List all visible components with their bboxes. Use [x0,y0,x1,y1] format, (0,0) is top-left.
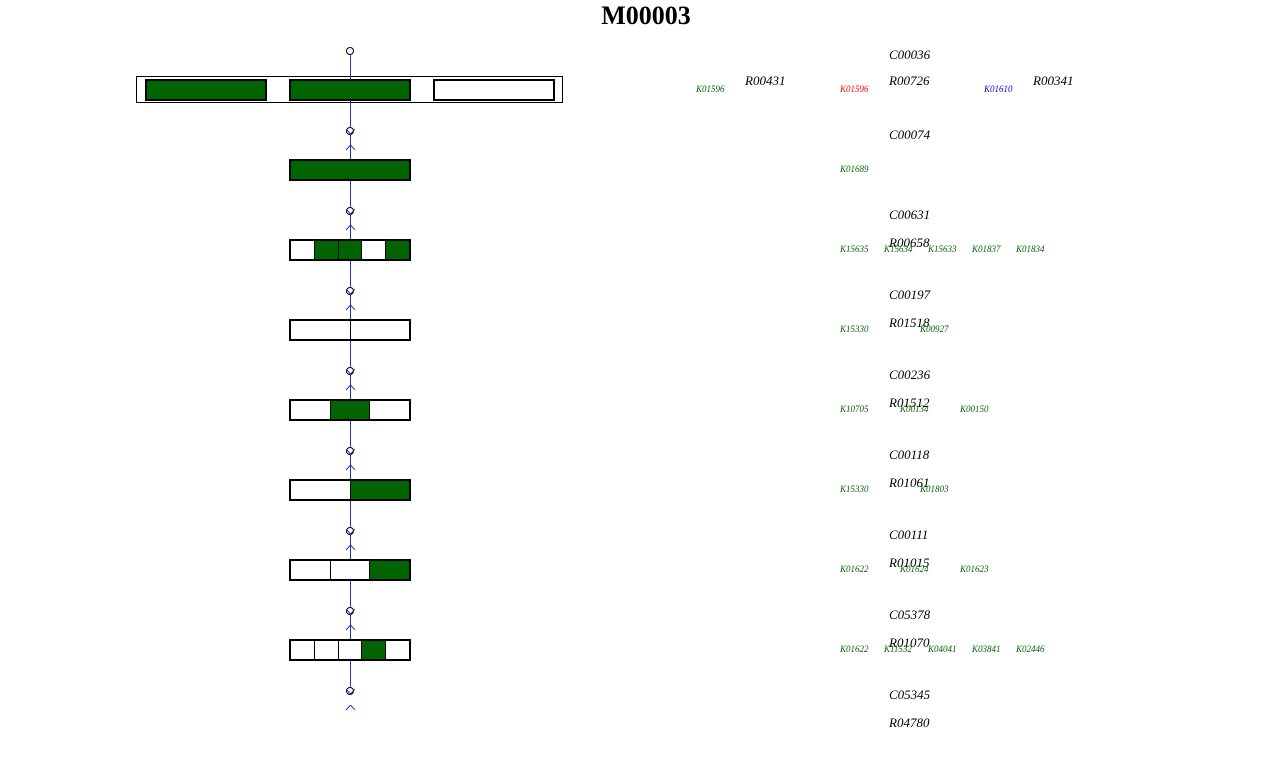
compound-label[interactable]: C00074 [889,127,931,142]
ortholog-absent-segment [361,241,385,259]
ortholog-absent-segment [291,241,314,259]
ortholog-absent-segment [349,321,410,339]
ortholog-label[interactable]: K01596 [696,84,725,94]
arrowhead [345,120,356,135]
arrowhead [345,680,356,695]
arrowhead [345,520,356,535]
compound-label[interactable]: C00036 [889,47,931,62]
compound-label[interactable]: C00111 [889,527,929,542]
ortholog-label[interactable]: K15330 [840,484,869,494]
ortholog-label[interactable]: K15634 [884,244,913,254]
step-8-block[interactable] [289,639,411,661]
compound-node [346,47,354,55]
ortholog-label[interactable]: K00134 [900,404,929,414]
ortholog-label[interactable]: K01803 [920,484,949,494]
arrowhead [345,440,356,455]
ortholog-present-segment [361,641,386,659]
ortholog-label[interactable]: K10705 [840,404,869,414]
ortholog-label[interactable]: K02446 [1016,644,1045,654]
arrowhead [345,696,356,711]
compound-label[interactable]: C00236 [889,367,931,382]
ortholog-present-segment [291,161,409,179]
ortholog-present-segment [147,81,265,99]
step-1-block[interactable] [289,79,411,101]
ortholog-absent-segment [291,641,314,659]
ortholog-absent-segment [435,81,553,99]
ortholog-present-segment [337,241,362,259]
ortholog-absent-segment [291,321,350,339]
ortholog-absent-segment [385,641,409,659]
reaction-label[interactable]: R00726 [889,73,930,88]
reaction-label[interactable]: R00658 [889,235,930,250]
ortholog-present-segment [369,561,410,579]
ortholog-label[interactable]: K01623 [960,564,989,574]
ortholog-absent-segment [329,561,370,579]
ortholog-absent-segment [337,641,362,659]
reaction-label[interactable]: R00341 [1033,73,1074,88]
ortholog-label[interactable]: K01610 [984,84,1013,94]
ortholog-label[interactable]: K01837 [972,244,1001,254]
compound-label[interactable]: C00631 [889,207,931,222]
reaction-label[interactable]: R01512 [889,395,930,410]
step-7-block[interactable] [289,559,411,581]
step-2-block[interactable] [289,159,411,181]
step-1-group-box [136,76,563,103]
ortholog-label[interactable]: K00150 [960,404,989,414]
ortholog-label[interactable]: K01596 [840,84,869,94]
ortholog-absent-segment [291,481,350,499]
ortholog-present-segment [313,241,338,259]
ortholog-label[interactable]: K01834 [1016,244,1045,254]
ortholog-absent-segment [291,561,330,579]
compound-label[interactable]: C05345 [889,687,931,702]
page-title: M00003 [601,1,691,30]
ortholog-label[interactable]: K01689 [840,164,869,174]
arrowhead [345,216,356,231]
reaction-label[interactable]: R01015 [889,555,930,570]
arrowhead [345,600,356,615]
compound-label[interactable]: C00197 [889,287,931,302]
ortholog-absent-segment [291,401,330,419]
ortholog-present-segment [329,401,370,419]
ortholog-label[interactable]: K01622 [840,564,869,574]
arrowhead [345,616,356,631]
arrowhead [345,376,356,391]
ortholog-present-segment [385,241,409,259]
compound-label[interactable]: C05378 [889,607,931,622]
compound-label[interactable]: C00118 [889,447,930,462]
ortholog-label[interactable]: K03841 [972,644,1001,654]
step-5-block[interactable] [289,399,411,421]
reaction-label[interactable]: R04780 [889,715,930,730]
reaction-label[interactable]: R01070 [889,635,930,650]
ortholog-present-segment [349,481,409,499]
ortholog-label[interactable]: K04041 [928,644,957,654]
ortholog-label[interactable]: K15633 [928,244,957,254]
ortholog-present-segment [291,81,409,99]
step-3-block[interactable] [289,239,411,261]
arrowhead [345,136,356,151]
arrowhead [345,456,356,471]
ortholog-label[interactable]: K15330 [840,324,869,334]
ortholog-label[interactable]: K01622 [840,644,869,654]
arrowhead [345,360,356,375]
step-1-block[interactable] [433,79,555,101]
reaction-label[interactable]: R01518 [889,315,930,330]
reaction-label[interactable]: R01061 [889,475,930,490]
step-6-block[interactable] [289,479,411,501]
step-4-block[interactable] [289,319,411,341]
ortholog-label[interactable]: K11532 [884,644,912,654]
step-1-block[interactable] [145,79,267,101]
ortholog-label[interactable]: K15635 [840,244,869,254]
ortholog-label[interactable]: K01624 [900,564,929,574]
arrowhead [345,536,356,551]
arrowhead [345,200,356,215]
arrowhead [345,280,356,295]
arrowhead [345,296,356,311]
ortholog-absent-segment [369,401,409,419]
reaction-label[interactable]: R00431 [745,73,786,88]
ortholog-label[interactable]: K00927 [920,324,949,334]
ortholog-absent-segment [313,641,338,659]
